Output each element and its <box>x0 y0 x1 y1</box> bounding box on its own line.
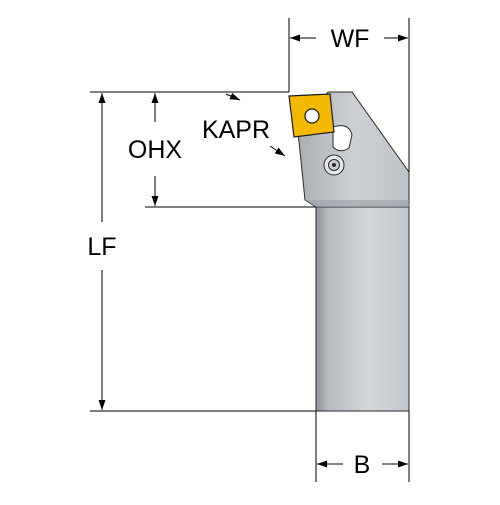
label-kapr: KAPR <box>202 116 270 144</box>
label-b: B <box>354 451 371 479</box>
dimension-ohx: OHX <box>128 93 316 208</box>
clamp-pocket <box>332 125 353 152</box>
angle-kapr: KAPR <box>202 92 286 157</box>
clamp-screw-icon <box>323 154 345 176</box>
dimension-b: B <box>315 411 410 482</box>
label-lf: LF <box>87 233 116 261</box>
label-wf: WF <box>331 25 370 53</box>
insert-hole-icon <box>304 108 320 124</box>
label-ohx: OHX <box>128 136 183 164</box>
holder-transition <box>305 200 409 207</box>
dimension-wf: WF <box>288 18 410 172</box>
holder-shank <box>315 206 410 412</box>
tool-holder <box>297 91 410 412</box>
dimension-lf: LF <box>87 91 316 412</box>
cutting-insert <box>288 93 335 138</box>
